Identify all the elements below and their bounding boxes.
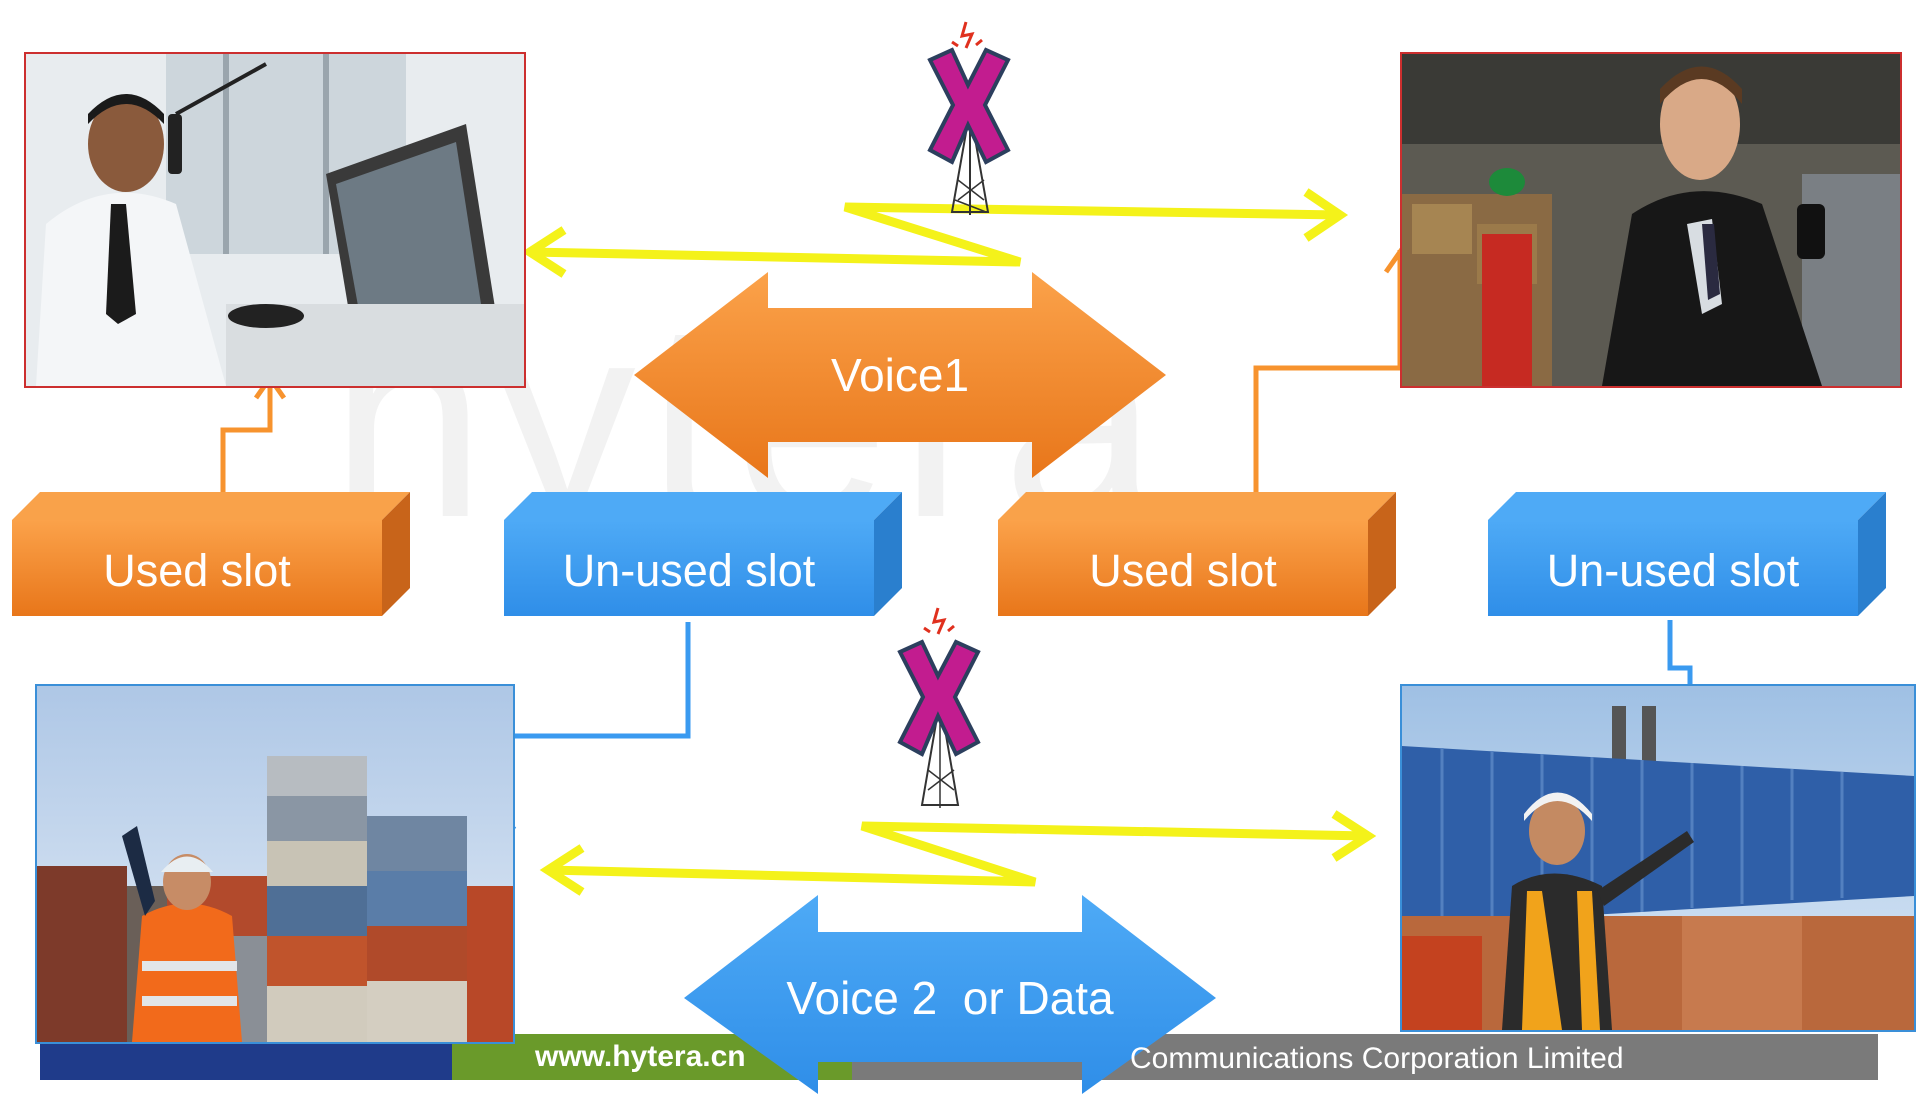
connector-tl [220, 373, 287, 495]
connector-tr [1253, 247, 1417, 495]
photo-engineer-crane [1400, 684, 1916, 1032]
tower-blocked-icon-top [927, 21, 1011, 215]
voice1-label: Voice1 [830, 349, 970, 401]
tower-blocked-icon-bottom [897, 607, 981, 808]
slot-label-unused-2: Un-used slot [1546, 545, 1800, 596]
voice1-double-arrow [634, 272, 1166, 478]
slot-box-unused-2 [1488, 492, 1886, 616]
photo-port-worker-containers [35, 684, 515, 1044]
slot-box-used-1 [12, 492, 410, 616]
radio-link-top [521, 188, 1349, 278]
radio-link-bottom [539, 810, 1377, 896]
photo-security-guard [24, 52, 526, 388]
connector-bl [483, 622, 691, 855]
slot-label-used-1: Used slot [103, 545, 291, 596]
photo-warehouse-worker [1400, 52, 1902, 388]
voice2-double-arrow [684, 895, 1216, 1094]
slot-label-used-2: Used slot [1089, 545, 1277, 596]
footer-company-name: Communications Corporation Limited [1130, 1042, 1624, 1075]
slot-box-unused-1 [504, 492, 902, 616]
slot-label-unused-1: Un-used slot [562, 545, 816, 596]
voice2-data-label: Voice 2 or Data [786, 972, 1114, 1024]
footer-bar [40, 1034, 1878, 1080]
slot-box-used-2 [998, 492, 1396, 616]
footer-url-link[interactable]: www.hytera.cn [535, 1040, 746, 1073]
